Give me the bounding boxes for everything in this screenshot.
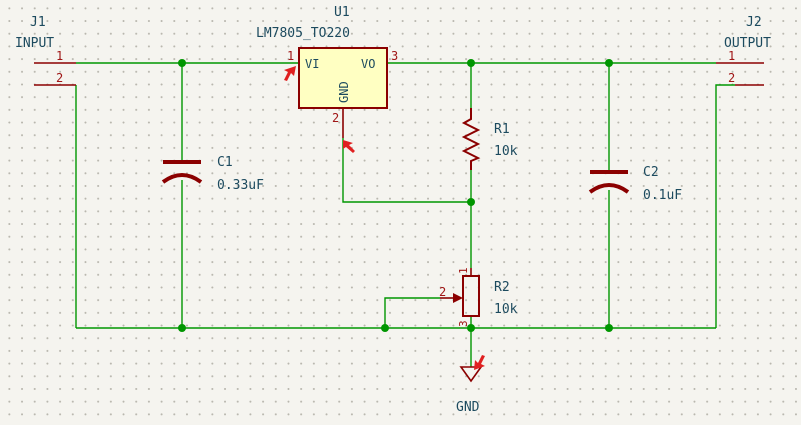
junction-dot bbox=[467, 198, 475, 206]
c1-value: 0.33uF bbox=[217, 178, 264, 193]
u1-pin1-number: 1 bbox=[287, 49, 294, 63]
pin-marker-icon bbox=[474, 355, 485, 370]
r2-ref: R2 bbox=[494, 280, 510, 295]
u1-pin-gnd-label: GND bbox=[337, 81, 351, 103]
capacitor-c1[interactable]: C1 0.33uF bbox=[161, 155, 264, 193]
regulator-u1[interactable]: U1 LM7805_TO220 VI VO GND 1 2 3 bbox=[256, 5, 398, 138]
r1-zigzag bbox=[461, 108, 481, 170]
wire-adj[interactable] bbox=[342, 138, 471, 203]
ground-symbol[interactable]: GND bbox=[456, 366, 483, 415]
u1-body bbox=[298, 47, 388, 109]
c2-plate-bottom bbox=[588, 183, 630, 194]
u1-ref: U1 bbox=[334, 5, 350, 20]
ground-label: GND bbox=[456, 400, 480, 415]
u1-pin-vo-label: VO bbox=[361, 57, 375, 71]
j2-ref: J2 bbox=[746, 15, 762, 30]
capacitor-c2[interactable]: C2 0.1uF bbox=[588, 165, 682, 203]
wire-j2-pin2[interactable] bbox=[715, 84, 735, 328]
j1-ref: J1 bbox=[30, 15, 46, 30]
u1-pin3-number: 3 bbox=[391, 49, 398, 63]
junction-dot bbox=[605, 59, 613, 67]
r2-pin3-number: 3 bbox=[457, 320, 470, 327]
junction-dot bbox=[178, 324, 186, 332]
junction-dot bbox=[467, 59, 475, 67]
wire-r2-wiper[interactable] bbox=[384, 297, 440, 328]
junction-dot bbox=[467, 324, 475, 332]
potentiometer-r2[interactable]: R2 10k 1 2 3 bbox=[439, 267, 518, 327]
r2-body bbox=[462, 275, 480, 317]
junctions bbox=[178, 59, 613, 332]
r1-ref: R1 bbox=[494, 122, 510, 137]
j2-pin1-number: 1 bbox=[728, 49, 735, 63]
u1-value: LM7805_TO220 bbox=[256, 26, 350, 41]
j2-pin2-number: 2 bbox=[728, 71, 735, 85]
r1-value: 10k bbox=[494, 144, 518, 159]
pin-marker-icon bbox=[343, 140, 355, 153]
r2-pin1-number: 1 bbox=[457, 267, 470, 274]
u1-pin2-number: 2 bbox=[332, 111, 339, 125]
r2-value: 10k bbox=[494, 302, 518, 317]
pin-marker-icon bbox=[284, 66, 296, 81]
c2-ref: C2 bbox=[643, 165, 659, 180]
ground-icon bbox=[459, 366, 483, 383]
resistor-r1[interactable]: R1 10k bbox=[461, 108, 518, 170]
junction-dot bbox=[605, 324, 613, 332]
j2-value: OUTPUT bbox=[724, 36, 771, 51]
r2-pin2-number: 2 bbox=[439, 285, 446, 299]
c1-plate-bottom bbox=[161, 173, 203, 184]
j1-pin1-number: 1 bbox=[56, 49, 63, 63]
c1-ref: C1 bbox=[217, 155, 233, 170]
j1-value: INPUT bbox=[15, 36, 54, 51]
wires bbox=[75, 62, 735, 367]
junction-dot bbox=[381, 324, 389, 332]
junction-dot bbox=[178, 59, 186, 67]
c2-value: 0.1uF bbox=[643, 188, 682, 203]
connector-j1[interactable]: J1 INPUT 1 2 bbox=[15, 15, 76, 86]
pin-markers bbox=[284, 66, 485, 370]
connector-j2[interactable]: J2 OUTPUT 1 2 bbox=[716, 15, 771, 86]
r2-wiper-arrow bbox=[453, 293, 463, 303]
u1-pin-vi-label: VI bbox=[305, 57, 319, 71]
j1-pin2-number: 2 bbox=[56, 71, 63, 85]
